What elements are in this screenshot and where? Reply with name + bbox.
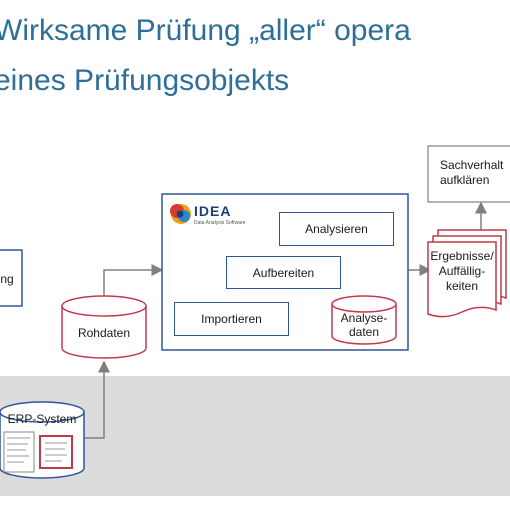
system-layer-band bbox=[0, 376, 510, 496]
analysedaten-cylinder bbox=[331, 295, 397, 345]
analysedaten-label: Analyse- daten bbox=[340, 311, 388, 339]
arrow-rohdaten-to-idea bbox=[103, 264, 164, 298]
sachverhalt-label: Sachverhalt aufklären bbox=[440, 158, 504, 187]
analysieren-box: Analysieren bbox=[279, 212, 394, 246]
left-box-label: ng bbox=[0, 272, 14, 286]
aufbereiten-box: Aufbereiten bbox=[226, 256, 341, 289]
ergebnisse-label: Ergebnisse/ Auffällig- keiten bbox=[430, 249, 494, 293]
erp-screenshot-icons bbox=[3, 431, 73, 473]
ergebnisse-document-stack bbox=[427, 229, 507, 318]
idea-logo-text: IDEA bbox=[194, 203, 232, 219]
left-partial-box bbox=[0, 249, 23, 307]
importieren-box: Importieren bbox=[174, 302, 289, 336]
arrow-erp-to-rohdaten bbox=[84, 360, 110, 439]
rohdaten-cylinder bbox=[61, 295, 147, 359]
erp-system-label: ERP-System bbox=[7, 412, 77, 426]
slide-title-line-1: Wirksame Prüfung „aller“ opera bbox=[0, 14, 411, 47]
idea-logo-icon bbox=[170, 204, 191, 224]
sachverhalt-box bbox=[427, 145, 510, 203]
slide-title-line-2: eines Prüfungsobjekts bbox=[0, 64, 290, 97]
rohdaten-label: Rohdaten bbox=[77, 326, 131, 340]
idea-logo-subtitle: Data Analysis Software bbox=[194, 220, 246, 226]
